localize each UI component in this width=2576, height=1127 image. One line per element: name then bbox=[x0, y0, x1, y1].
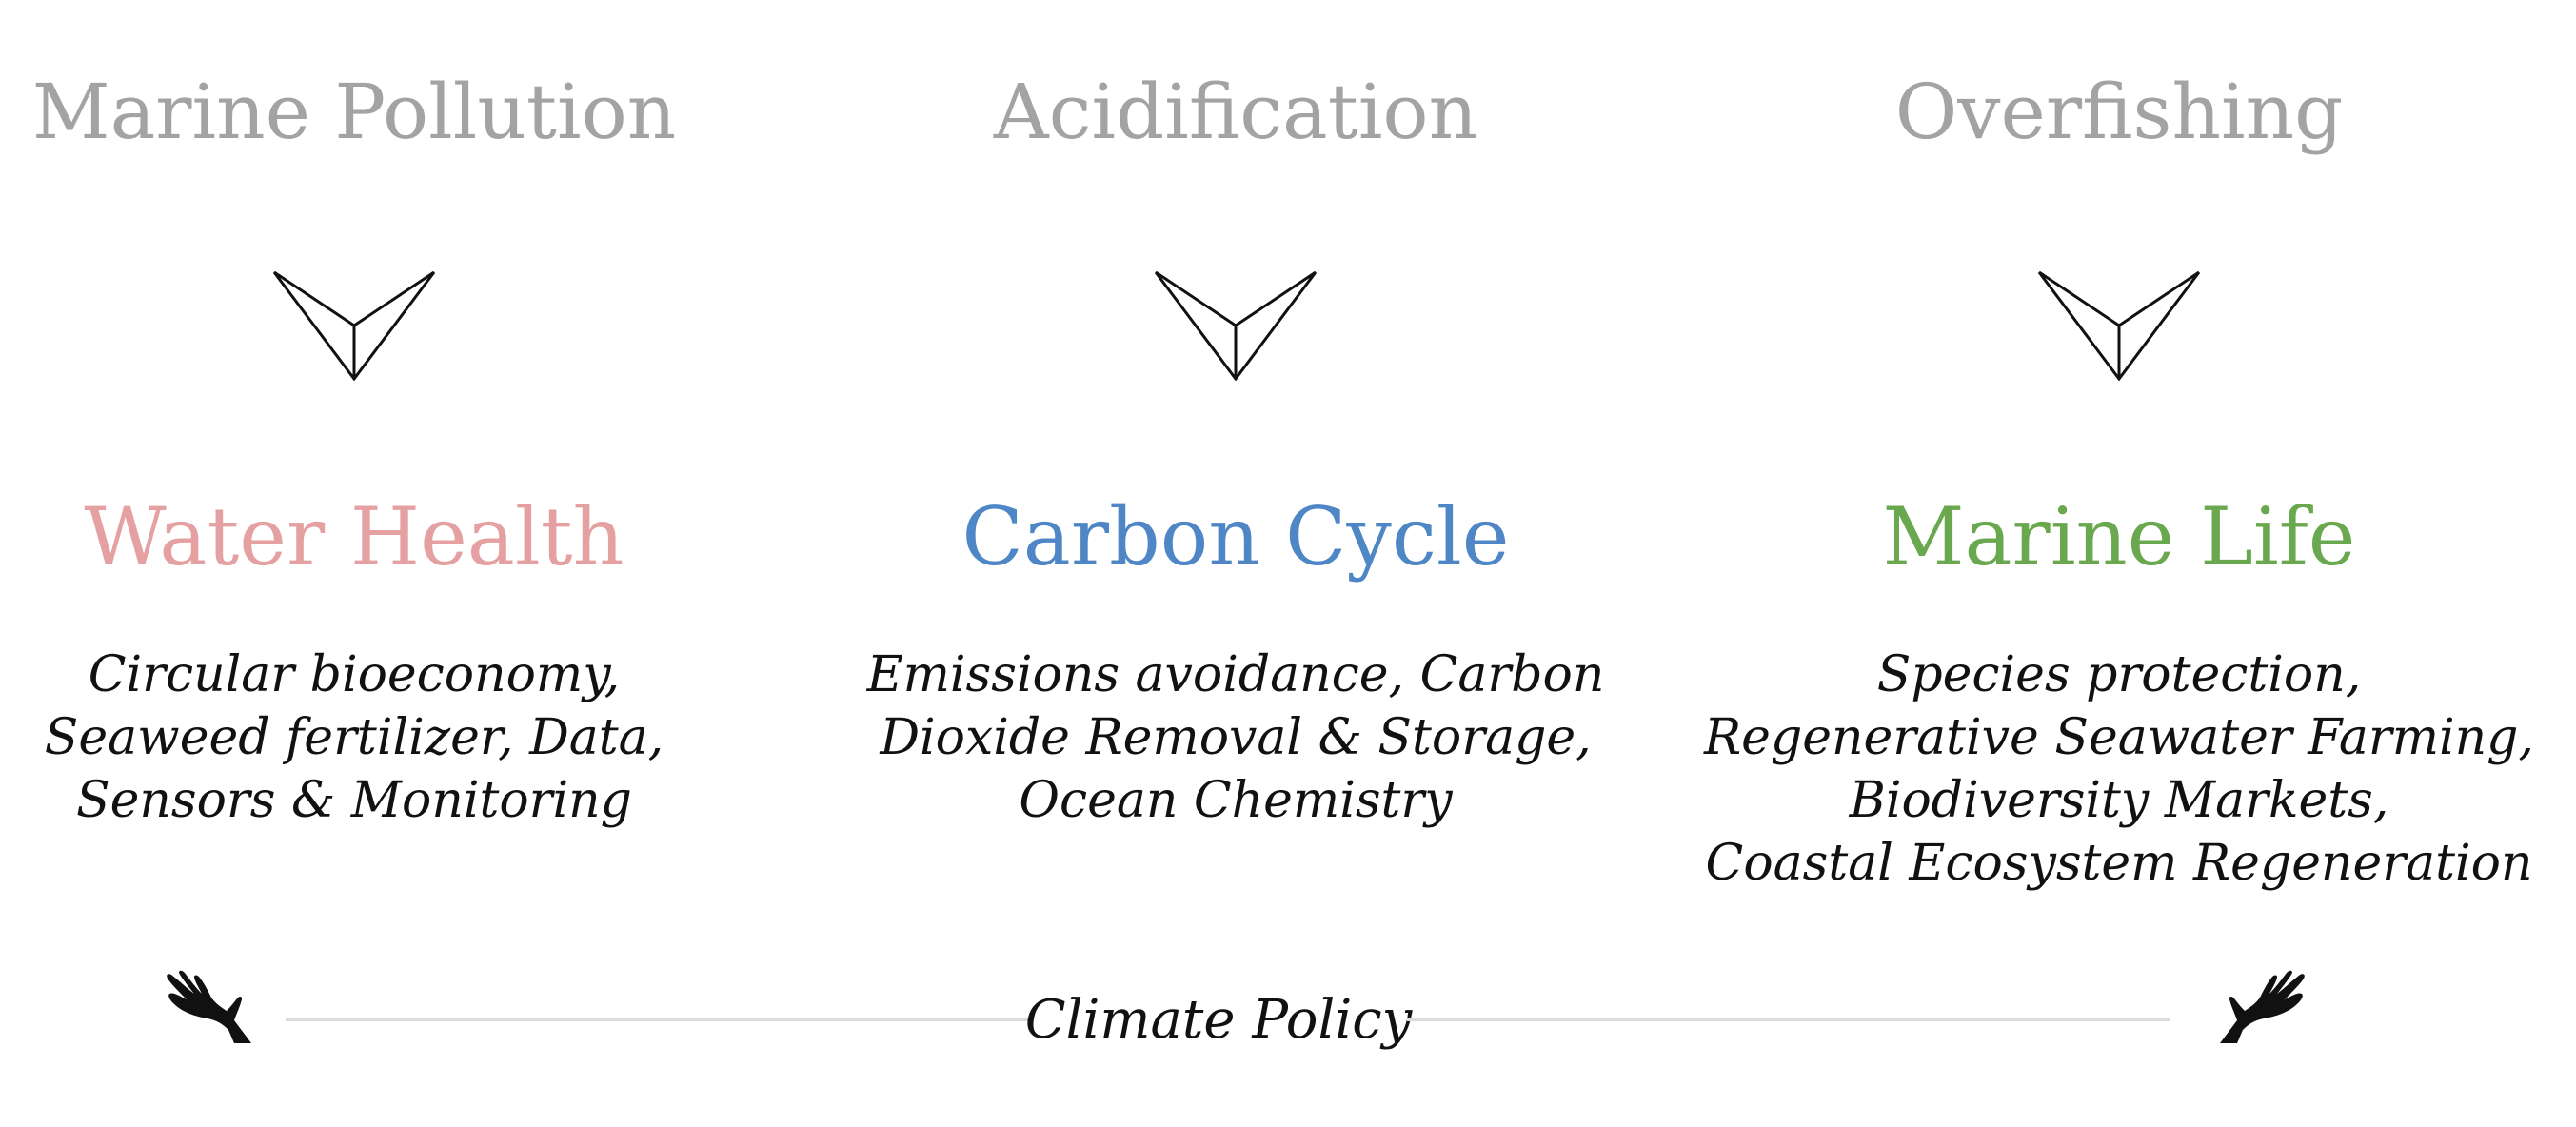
solution-line: Seaweed fertilizer, Data, bbox=[44, 709, 664, 766]
solution-line: Ocean Chemistry bbox=[1019, 772, 1453, 829]
theme-title: Water Health bbox=[84, 490, 624, 583]
solution-line: Species protection, bbox=[1876, 646, 2362, 703]
solutions-text: Emissions avoidance, Carbon Dioxide Remo… bbox=[807, 643, 1664, 832]
challenge-title: Acidification bbox=[993, 68, 1478, 156]
column-marine-life: Overfishing Marine Life Species protecti… bbox=[1691, 0, 2547, 914]
solutions-text: Circular bioeconomy, Seaweed fertilizer,… bbox=[0, 643, 783, 832]
solution-line: Regenerative Seawater Farming, bbox=[1704, 709, 2534, 766]
solutions-text: Species protection, Regenerative Seawate… bbox=[1691, 643, 2547, 895]
policy-line-left bbox=[286, 1018, 1030, 1021]
left-hand-icon bbox=[162, 969, 257, 1045]
policy-label: Climate Policy bbox=[1024, 989, 1413, 1051]
solution-line: Sensors & Monitoring bbox=[76, 772, 632, 829]
chevron-down-icon bbox=[272, 270, 436, 381]
theme-title: Carbon Cycle bbox=[961, 490, 1510, 583]
column-water-health: Marine Pollution Water Health Circular b… bbox=[0, 0, 783, 914]
solution-line: Biodiversity Markets, bbox=[1849, 772, 2389, 829]
policy-line-right bbox=[1407, 1018, 2170, 1021]
solution-line: Dioxide Removal & Storage, bbox=[880, 709, 1592, 766]
solution-line: Circular bioeconomy, bbox=[88, 646, 621, 703]
solution-line: Emissions avoidance, Carbon bbox=[866, 646, 1605, 703]
challenge-title: Overfishing bbox=[1894, 68, 2344, 156]
column-carbon-cycle: Acidification Carbon Cycle Emissions avo… bbox=[807, 0, 1664, 914]
chevron-down-icon bbox=[1154, 270, 1318, 381]
solution-line: Coastal Ecosystem Regeneration bbox=[1705, 835, 2533, 892]
chevron-down-icon bbox=[2037, 270, 2201, 381]
challenge-title: Marine Pollution bbox=[31, 68, 677, 156]
right-hand-icon bbox=[2214, 969, 2309, 1045]
theme-title: Marine Life bbox=[1882, 490, 2356, 583]
